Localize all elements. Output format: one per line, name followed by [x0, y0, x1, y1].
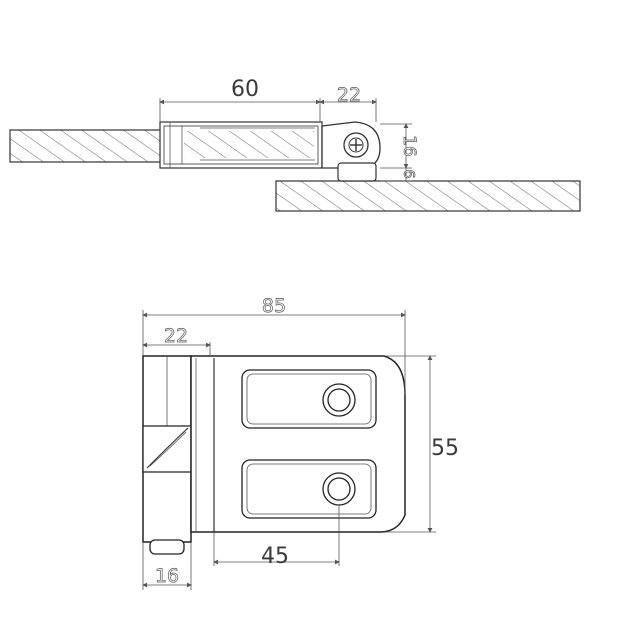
- hinge-barrel: [142, 355, 192, 555]
- dim-16-6: 16 6: [380, 123, 419, 182]
- dim-85: 85: [142, 295, 406, 395]
- dim-22-front: 22: [142, 325, 211, 356]
- dim-22-top-label: 22: [337, 84, 361, 106]
- dim-6-label: 6: [400, 169, 418, 179]
- dim-60: 60: [159, 77, 321, 122]
- dim-22-top: 22: [319, 84, 377, 122]
- right-glass-panel: [275, 180, 581, 212]
- front-view: 85 22 55 45 16: [142, 295, 459, 590]
- dim-16-label: 16: [399, 135, 419, 157]
- dim-22-front-label: 22: [164, 325, 188, 347]
- dim-16-bottom: 16: [142, 542, 192, 590]
- top-view: 60 22 16 6: [9, 77, 581, 212]
- dim-45: 45: [213, 505, 340, 569]
- dim-45-label: 45: [261, 544, 289, 569]
- dim-60-label: 60: [231, 77, 259, 102]
- hinge-knuckle: [321, 121, 381, 182]
- dim-55: 55: [386, 355, 459, 533]
- upper-slot: [241, 369, 377, 429]
- dim-55-label: 55: [431, 436, 459, 461]
- hinge-plate: [190, 355, 406, 533]
- lower-slot: [241, 459, 377, 519]
- clamp-body: [159, 121, 323, 169]
- dim-16-bottom-label: 16: [155, 565, 179, 587]
- dim-85-label: 85: [262, 295, 286, 317]
